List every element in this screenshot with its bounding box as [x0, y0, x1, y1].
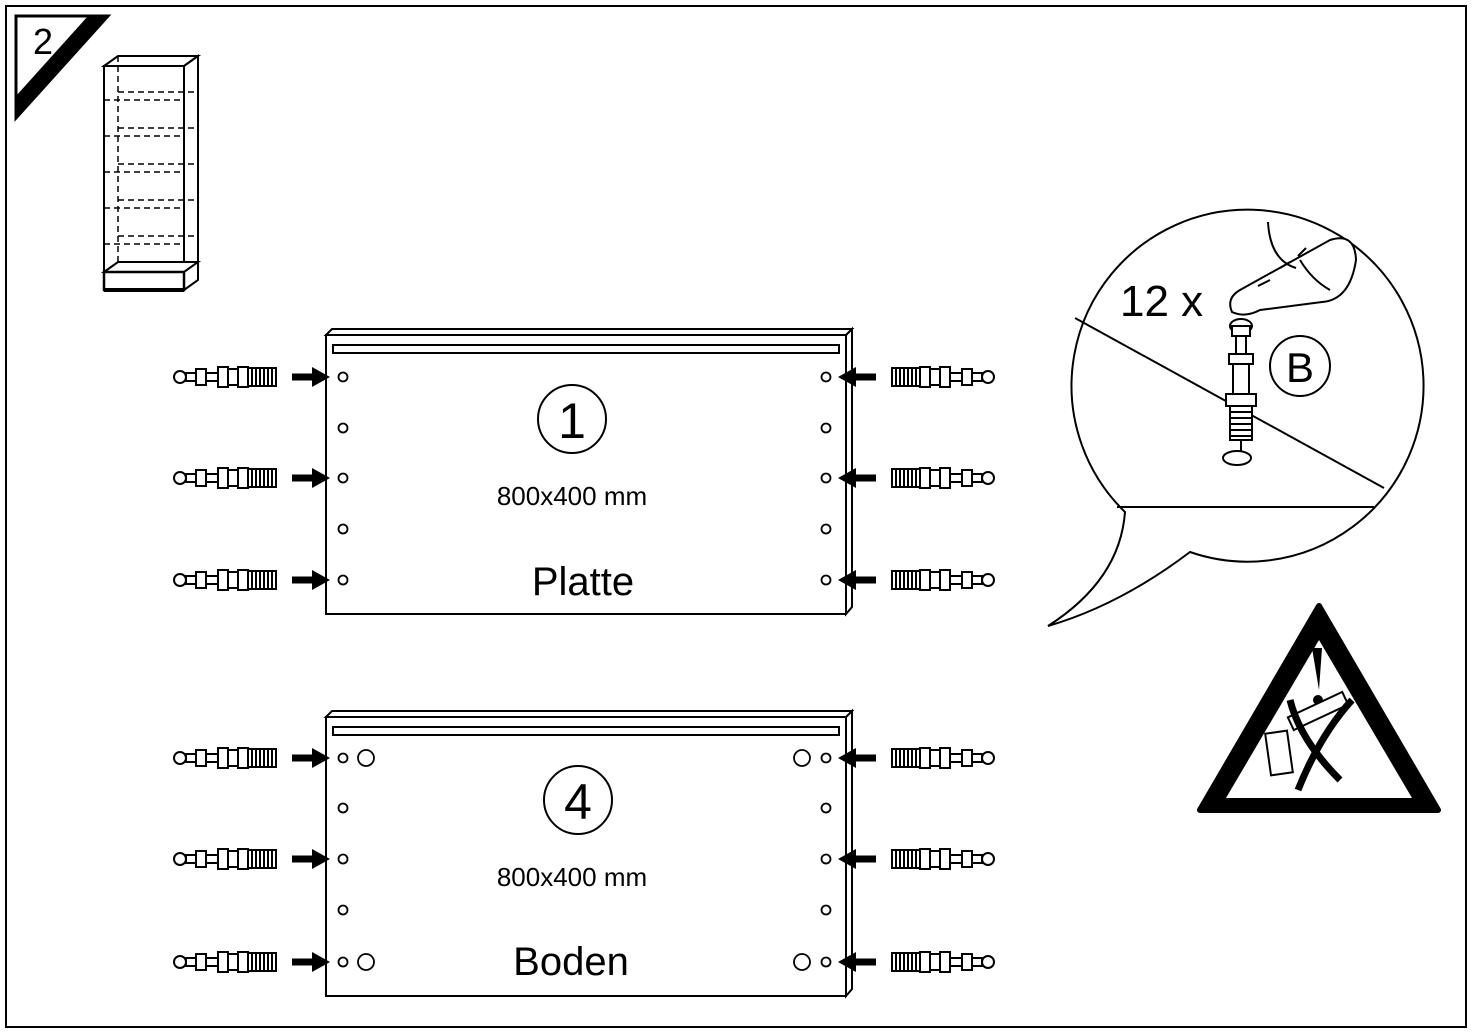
panel-1-platte: 1 800x400 mm Platte: [325, 328, 853, 615]
no-hammer-warning-icon: [1197, 603, 1441, 813]
panel-4-name: Boden: [513, 940, 629, 984]
connector-bolt-b-icon: [1222, 318, 1257, 466]
detail-callout: 12 x B: [1047, 208, 1425, 627]
page-frame: [5, 5, 1467, 1028]
right-connectors: [838, 366, 995, 973]
panel-4-number: 4: [564, 774, 592, 830]
panel-1-number: 1: [558, 393, 586, 449]
shelf-overview-thumbnail: [100, 54, 202, 292]
panel-1-dimensions: 800x400 mm: [497, 481, 647, 511]
panel-4-dimensions: 800x400 mm: [497, 862, 647, 892]
step-badge: 2: [14, 14, 112, 122]
panel-4-boden: 4 800x400 mm Boden: [325, 710, 853, 997]
callout-part-label: B: [1286, 344, 1314, 391]
left-connectors: [173, 366, 330, 973]
panel-1-name: Platte: [532, 560, 634, 604]
step-number: 2: [33, 21, 53, 62]
finger-icon: [1229, 237, 1358, 316]
callout-quantity: 12 x: [1120, 277, 1203, 326]
